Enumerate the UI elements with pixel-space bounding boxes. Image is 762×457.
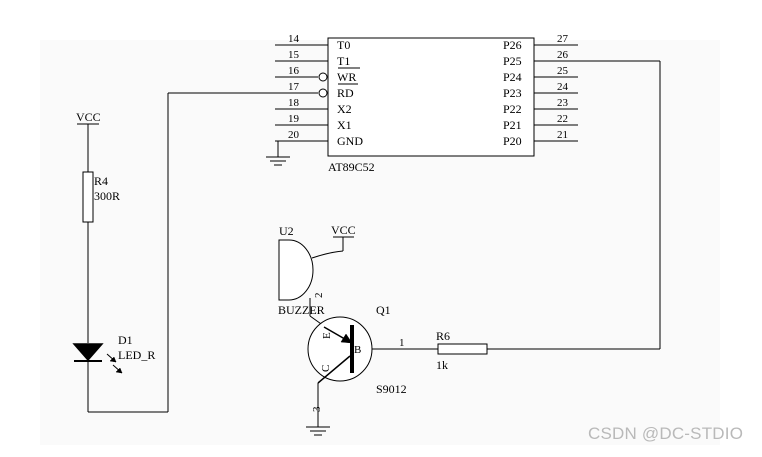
vcc-label-buzzer: VCC — [331, 223, 356, 237]
q1-ground-symbol — [306, 426, 330, 436]
pin-label-left: GND — [337, 134, 363, 148]
vcc-label-led: VCC — [76, 110, 101, 124]
q1-ref: Q1 — [376, 303, 391, 317]
buzzer-u2-symbol — [278, 236, 354, 327]
pin-num-left: 14 — [288, 33, 300, 45]
pin-label-left: X2 — [337, 102, 352, 116]
pin-label-right: P24 — [503, 70, 522, 84]
pin-num-left: 17 — [288, 81, 300, 93]
mcu-at89c52 — [275, 37, 578, 157]
pin-label-right: P22 — [503, 102, 522, 116]
buzzer-value: BUZZER — [278, 303, 325, 317]
pin-label-right: P20 — [503, 134, 522, 148]
transistor-q1-symbol — [307, 316, 438, 427]
base-resistor-wiring — [437, 60, 661, 355]
pin-label-left: T1 — [337, 54, 350, 68]
pin-num-right: 27 — [557, 33, 569, 45]
r6-ref: R6 — [436, 329, 450, 343]
pin-num-left: 15 — [288, 49, 300, 61]
mcu-ground-symbol — [266, 141, 290, 166]
d1-ref: D1 — [118, 333, 133, 347]
pin-num-left: 16 — [288, 65, 300, 77]
wr-inversion-bubble — [318, 72, 328, 82]
pin-num-right: 24 — [557, 81, 569, 93]
resistor-r6 — [437, 343, 488, 355]
pin-num-right: 22 — [557, 113, 568, 125]
u2-ref: U2 — [279, 224, 294, 238]
pin-num-left: 18 — [288, 97, 300, 109]
led-d1-symbol — [72, 343, 123, 374]
pin-num-left: 20 — [288, 129, 300, 141]
pin-label-left: T0 — [337, 38, 350, 52]
buzzer-pin-num: 2 — [313, 293, 325, 299]
q1-base-pin-num: 1 — [399, 337, 405, 349]
r4-ref: R4 — [94, 174, 108, 188]
pin-num-left: 19 — [288, 113, 300, 125]
pin-label-left: RD — [337, 86, 354, 100]
pin-num-right: 21 — [557, 129, 568, 141]
pin-num-right: 25 — [557, 65, 569, 77]
pin-label-right: P25 — [503, 54, 522, 68]
pin-label-left: X1 — [337, 118, 352, 132]
q1-collector-pin-num: 3 — [311, 406, 323, 412]
rd-inversion-bubble — [318, 88, 328, 98]
pin-label-right: P23 — [503, 86, 522, 100]
pin-label-right: P21 — [503, 118, 522, 132]
pin-label-left: WR — [337, 70, 356, 84]
collector-label: C — [320, 365, 332, 372]
d1-value: LED_R — [118, 348, 155, 362]
pin-num-right: 26 — [557, 49, 569, 61]
mcu-body — [327, 37, 535, 157]
pin-label-right: P26 — [503, 38, 522, 52]
base-label: B — [354, 344, 361, 356]
r6-value: 1k — [436, 358, 448, 372]
watermark: CSDN @DC-STDIO — [588, 424, 744, 443]
resistor-r4 — [82, 171, 94, 223]
r4-value: 300R — [94, 189, 120, 203]
led-branch-wiring — [77, 92, 275, 413]
pin-num-right: 23 — [557, 97, 569, 109]
q1-model: S9012 — [376, 382, 407, 396]
emitter-label: E — [321, 332, 333, 339]
mcu-name: AT89C52 — [328, 160, 375, 174]
